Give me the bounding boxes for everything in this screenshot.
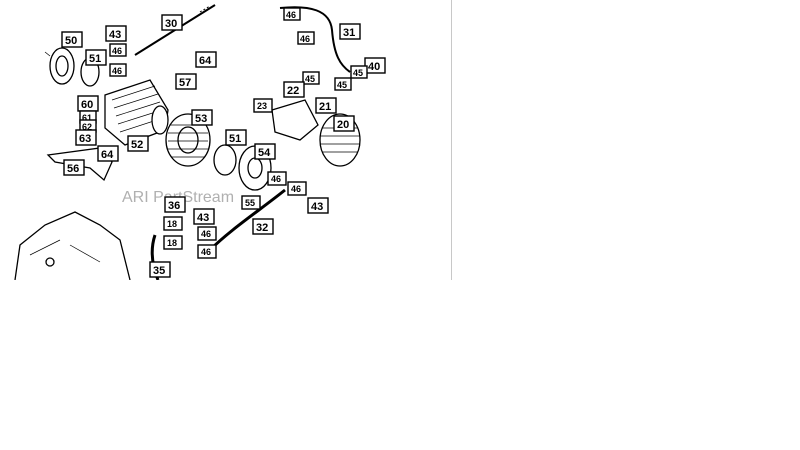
oil-line-part: [208, 188, 286, 252]
callout: 18: [163, 216, 183, 231]
svg-text:43: 43: [109, 29, 121, 41]
svg-text:18: 18: [167, 238, 177, 248]
svg-text:50: 50: [65, 35, 77, 47]
callout: 46: [197, 244, 217, 259]
callout: 52: [127, 135, 149, 152]
callout: 56: [63, 159, 85, 176]
svg-text:46: 46: [300, 34, 310, 44]
callout: 46: [197, 226, 217, 241]
svg-text:53: 53: [195, 113, 207, 125]
svg-text:61: 61: [82, 113, 92, 123]
callout: 45: [302, 71, 320, 85]
callout: 36: [164, 196, 186, 213]
svg-text:43: 43: [197, 212, 209, 224]
svg-text:46: 46: [286, 10, 296, 20]
svg-text:52: 52: [131, 139, 143, 151]
callout: 23: [253, 98, 273, 113]
callout: 51: [85, 49, 107, 66]
callout: 31: [339, 23, 361, 40]
callout: 40: [364, 57, 386, 74]
callout: 22: [283, 81, 305, 98]
callout: 55: [241, 195, 261, 210]
svg-text:31: 31: [343, 27, 355, 39]
callout: 45: [334, 77, 352, 91]
svg-text:51: 51: [89, 53, 101, 65]
callout: 43: [105, 25, 127, 42]
parts-diagram: ARI PartStream 30 43 46 46 50 51 64 57 6…: [0, 0, 452, 280]
callout: 51: [225, 129, 247, 146]
svg-text:30: 30: [165, 18, 177, 30]
svg-text:43: 43: [311, 201, 323, 213]
callout: 18: [163, 235, 183, 250]
callout: 60: [77, 95, 99, 112]
callout: 20: [333, 115, 355, 132]
svg-text:35: 35: [153, 265, 165, 277]
svg-text:51: 51: [229, 133, 241, 145]
callout: 54: [254, 143, 276, 160]
callout: 45: [350, 65, 368, 79]
callout: 32: [252, 218, 274, 235]
callout: 46: [109, 63, 127, 77]
svg-text:56: 56: [67, 163, 79, 175]
svg-text:22: 22: [287, 85, 299, 97]
diagram-border: [451, 0, 452, 280]
callout: 64: [195, 51, 217, 68]
callout: 21: [315, 97, 337, 114]
filter-housing-part: [104, 79, 169, 146]
svg-text:54: 54: [258, 147, 271, 159]
callout: 43: [307, 197, 329, 214]
callout: 53: [191, 109, 213, 126]
callout: 46: [109, 43, 127, 57]
svg-text:46: 46: [201, 247, 211, 257]
callout: 43: [193, 208, 215, 225]
filter-adapter-part: [271, 99, 319, 141]
svg-text:57: 57: [179, 77, 191, 89]
svg-text:63: 63: [79, 133, 91, 145]
svg-text:46: 46: [271, 174, 281, 184]
callout: 64: [97, 145, 119, 162]
filler-cap-part: [44, 47, 75, 85]
svg-text:18: 18: [167, 219, 177, 229]
callout: 35: [149, 261, 171, 278]
exploded-view-drawing: ARI PartStream 30 43 46 46 50 51 64 57 6…: [14, 4, 386, 280]
svg-text:55: 55: [245, 198, 255, 208]
svg-text:62: 62: [82, 122, 92, 132]
svg-text:40: 40: [368, 61, 380, 73]
svg-text:64: 64: [101, 149, 114, 161]
svg-text:32: 32: [256, 222, 268, 234]
svg-text:23: 23: [257, 101, 267, 111]
callout: 57: [175, 73, 197, 90]
callout: 46: [297, 31, 315, 45]
callout: 46: [283, 7, 301, 21]
svg-text:46: 46: [201, 229, 211, 239]
svg-text:64: 64: [199, 55, 212, 67]
callout: 46: [267, 171, 287, 186]
svg-text:46: 46: [112, 46, 122, 56]
svg-text:46: 46: [291, 184, 301, 194]
svg-text:21: 21: [319, 101, 331, 113]
svg-text:60: 60: [81, 99, 93, 111]
callout: 63: [75, 129, 97, 146]
engine-case-fragment: [14, 211, 131, 280]
oil-pipe-part: [279, 6, 351, 73]
callout: 30: [161, 14, 183, 31]
svg-text:45: 45: [353, 68, 363, 78]
callout: 50: [61, 31, 83, 48]
filter-element-part: [165, 113, 211, 167]
svg-text:45: 45: [305, 74, 315, 84]
svg-text:45: 45: [337, 80, 347, 90]
svg-text:20: 20: [337, 119, 349, 131]
o-ring-part: [213, 144, 237, 176]
svg-text:46: 46: [112, 66, 122, 76]
svg-text:36: 36: [168, 200, 180, 212]
callout: 46: [287, 181, 307, 196]
